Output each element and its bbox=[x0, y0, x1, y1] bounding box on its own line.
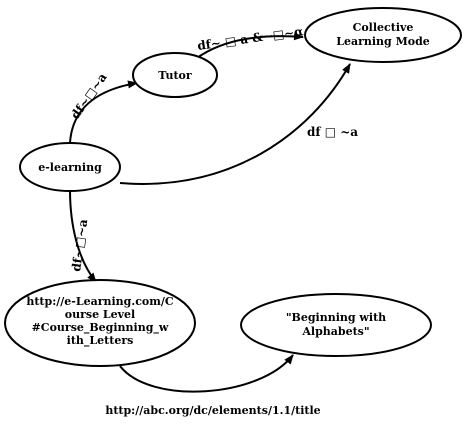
node-label-line: Tutor bbox=[158, 69, 192, 82]
node-collective-learning-mode: Collective Learning Mode bbox=[304, 7, 462, 63]
node-label-line: ith_Letters bbox=[67, 334, 134, 348]
node-label-line: http://e-Learning.com/C bbox=[26, 295, 174, 308]
node-label-line: Alphabets" bbox=[301, 325, 369, 338]
node-label-line: e-learning bbox=[38, 161, 102, 174]
node-course-url: http://e-Learning.com/C ourse Level #Cou… bbox=[4, 279, 196, 367]
edge-tutor-to-collective bbox=[196, 32, 304, 59]
node-label-line: Learning Mode bbox=[336, 35, 430, 48]
node-label-line: ourse Level bbox=[65, 308, 135, 321]
node-label-line: "Beginning with bbox=[286, 311, 386, 324]
node-beginning-with-alphabets: "Beginning with Alphabets" bbox=[240, 293, 432, 357]
edge-course-to-alphabets bbox=[119, 354, 294, 393]
edge-label-elearning-collective: df □ ~a bbox=[307, 125, 358, 139]
predicate-caption: http://abc.org/dc/elements/1.1/title bbox=[105, 404, 320, 417]
node-label-line: Collective bbox=[353, 21, 414, 34]
node-label-line: #Course_Beginning_w bbox=[32, 321, 169, 335]
edge-elearning-to-tutor bbox=[69, 80, 138, 144]
edge-elearning-to-collective bbox=[119, 63, 351, 185]
edge-elearning-to-course bbox=[69, 189, 97, 283]
node-tutor: Tutor bbox=[132, 52, 218, 98]
edge-label-tutor-collective: df~ □ a &~□~α bbox=[196, 24, 304, 53]
edge-label-elearning-tutor: df~□~a bbox=[68, 70, 110, 121]
node-e-learning: e-learning bbox=[19, 142, 121, 192]
